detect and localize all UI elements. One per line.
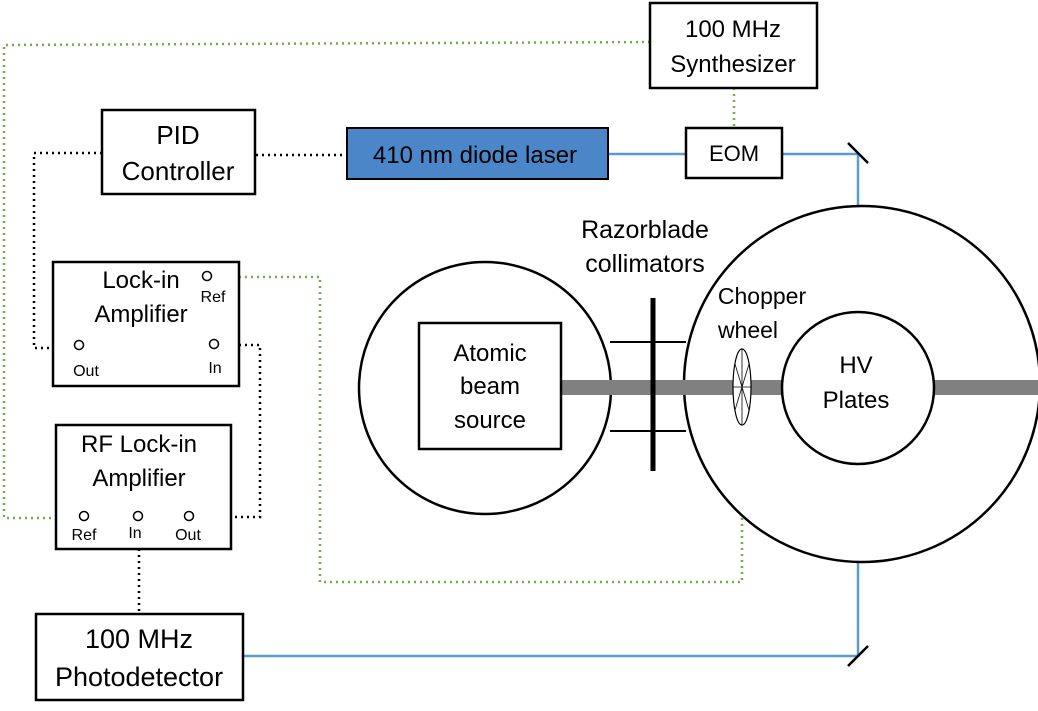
diode-laser-box	[346, 127, 609, 180]
eom-label: EOM	[709, 141, 759, 166]
rf-lockin-label-1: RF Lock-in	[81, 431, 197, 458]
black-signal-lines	[32, 151, 347, 614]
photodetector-label-2: Photodetector	[55, 662, 223, 692]
rf-out-label: Out	[175, 527, 201, 544]
chopper-label-1: Chopper	[718, 283, 807, 309]
rf-in-label: In	[128, 525, 141, 542]
hv-label-2: Plates	[823, 387, 890, 414]
lockin-out-label: Out	[73, 363, 99, 380]
collimators-label-2: collimators	[585, 250, 704, 278]
photodetector-label-1: 100 MHz	[85, 624, 193, 654]
lockin-amplifier-box	[51, 260, 241, 388]
rf-ref-port	[78, 510, 90, 522]
hv-label-1: HV	[839, 352, 872, 379]
port-circles	[73, 270, 220, 522]
rf-ref-label: Ref	[72, 527, 97, 544]
lockin-in-port	[208, 338, 220, 350]
pid-controller-box	[100, 108, 257, 196]
lockin-out-port	[73, 339, 85, 351]
collimator-tube	[610, 341, 686, 432]
lockin-in-label: In	[208, 360, 221, 377]
photodetector-box	[34, 612, 245, 702]
green-signal-lines	[2, 40, 744, 584]
chopper-label-2: wheel	[717, 317, 778, 343]
eom-box	[684, 126, 784, 180]
lockin-label-1: Lock-in	[102, 267, 179, 294]
chopper-wheel	[732, 348, 752, 426]
pid-label-1: PID	[156, 120, 199, 150]
synthesizer-label-2: Synthesizer	[670, 51, 795, 78]
hv-plates	[780, 310, 936, 466]
pid-label-2: Controller	[122, 156, 235, 186]
lower-mirror	[847, 645, 869, 667]
atomic-source-label-1: Atomic	[453, 340, 526, 367]
synthesizer-box	[648, 1, 819, 90]
synth-to-rf-ref-line	[2, 40, 651, 520]
atomic-source-box	[417, 321, 563, 451]
lockin-label-2: Amplifier	[94, 301, 187, 328]
upper-mirror	[847, 142, 869, 164]
lockin-ref-port	[201, 270, 213, 282]
lockin-ref-label: Ref	[201, 289, 226, 306]
rf-lockin-amplifier-box	[54, 423, 233, 551]
chopper-to-lockin-ref-line	[239, 275, 744, 584]
synthesizer-label-1: 100 MHz	[685, 16, 781, 43]
collimators-label-1: Razorblade	[581, 216, 709, 244]
atomic-source-label-2: beam	[460, 373, 520, 400]
laser-label: 410 nm diode laser	[373, 142, 577, 169]
atomic-source-label-3: source	[454, 407, 526, 434]
rf-lockin-label-2: Amplifier	[92, 465, 185, 492]
rf-out-port	[183, 510, 195, 522]
rf-in-port	[132, 510, 144, 522]
